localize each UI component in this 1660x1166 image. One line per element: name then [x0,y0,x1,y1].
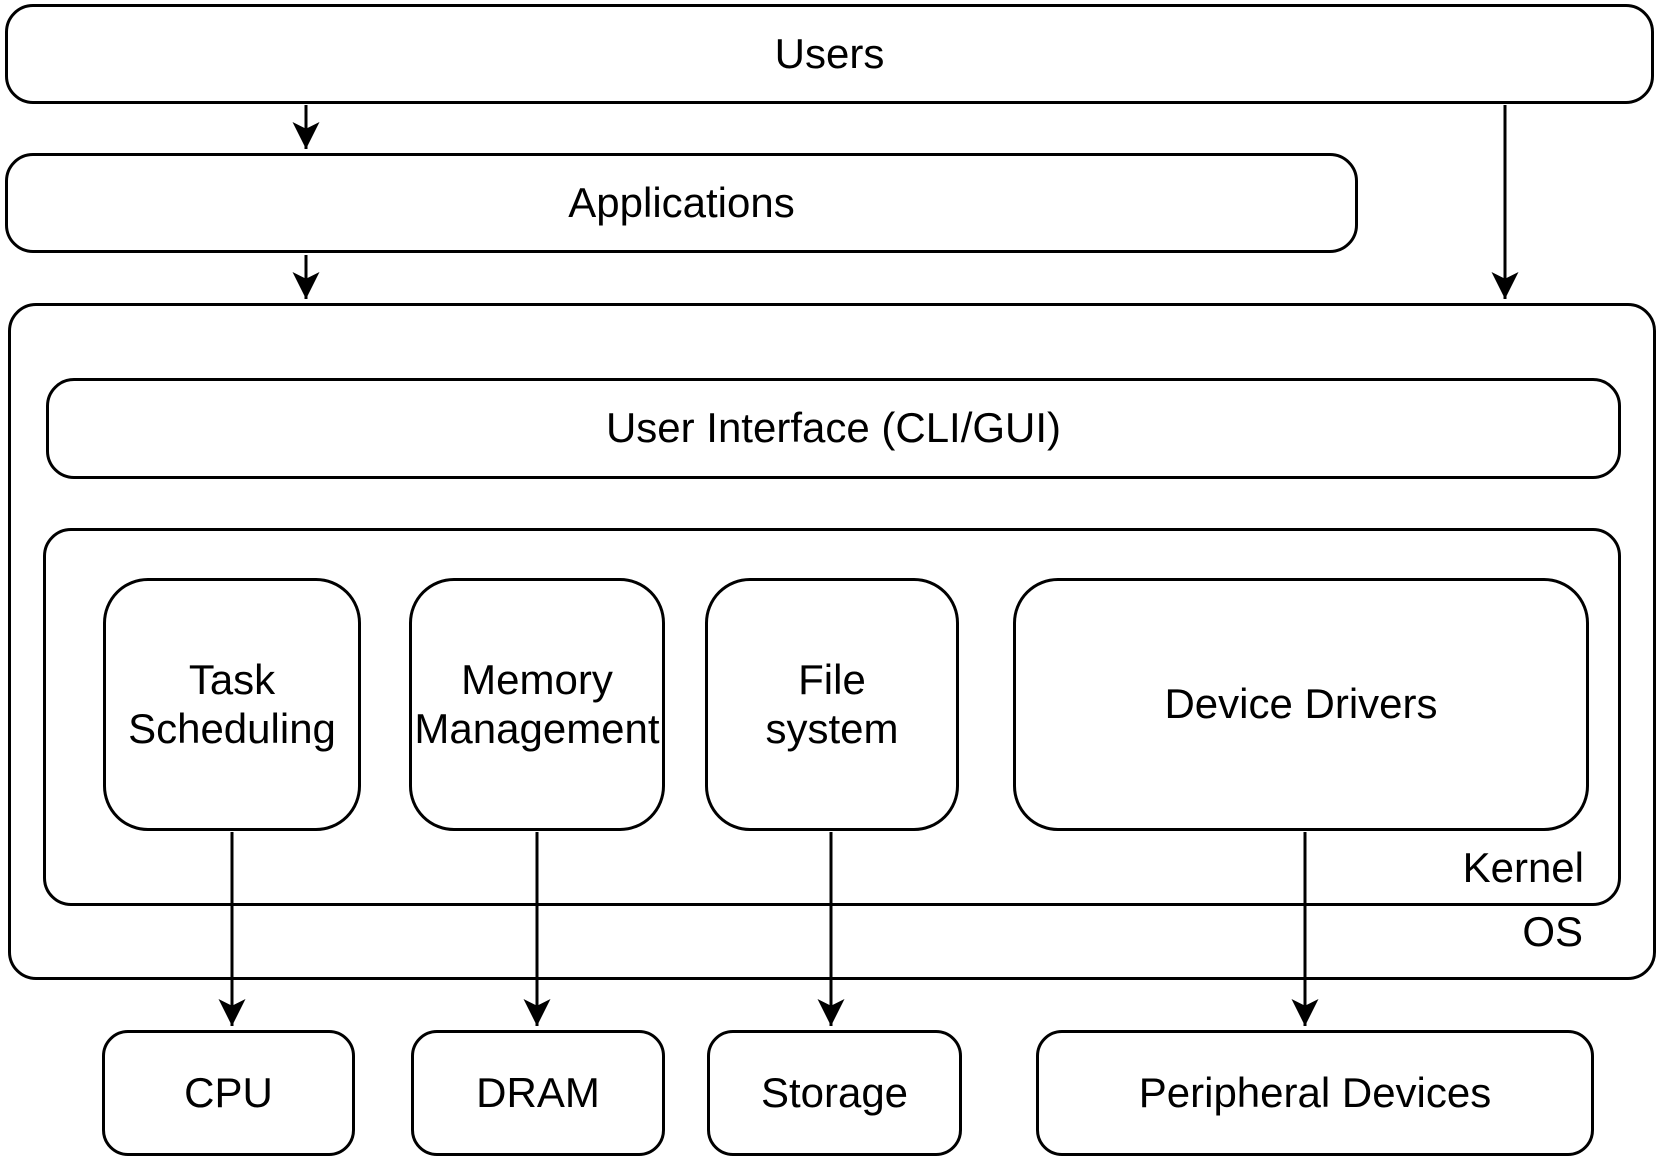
user-interface-label: User Interface (CLI/GUI) [605,404,1062,452]
dram-label: DRAM [476,1068,600,1116]
memory-management-label-line2: Management [414,704,660,752]
memory-management-label-line1: Memory [461,655,613,703]
task-scheduling-label-line1: Task [188,655,276,703]
users-box: Users [5,4,1654,104]
task-scheduling-box: Task Scheduling [103,578,361,831]
memory-management-box: Memory Management [409,578,665,831]
applications-label: Applications [568,178,795,226]
task-scheduling-label-line2: Scheduling [128,704,336,752]
file-system-label-line1: File [798,655,866,703]
os-label: OS [1522,908,1583,955]
peripheral-devices-label: Peripheral Devices [1138,1068,1492,1116]
cpu-label: CPU [184,1068,273,1116]
device-drivers-box: Device Drivers [1013,578,1589,831]
storage-box: Storage [707,1030,962,1156]
file-system-label-line2: system [765,704,899,752]
storage-label: Storage [760,1068,909,1116]
users-label: Users [774,29,885,77]
dram-box: DRAM [411,1030,665,1156]
peripheral-devices-box: Peripheral Devices [1036,1030,1594,1156]
kernel-label: Kernel [1462,844,1584,891]
applications-box: Applications [5,153,1358,253]
device-drivers-label: Device Drivers [1164,680,1438,728]
cpu-box: CPU [102,1030,355,1156]
user-interface-box: User Interface (CLI/GUI) [46,378,1621,479]
file-system-box: File system [705,578,959,831]
